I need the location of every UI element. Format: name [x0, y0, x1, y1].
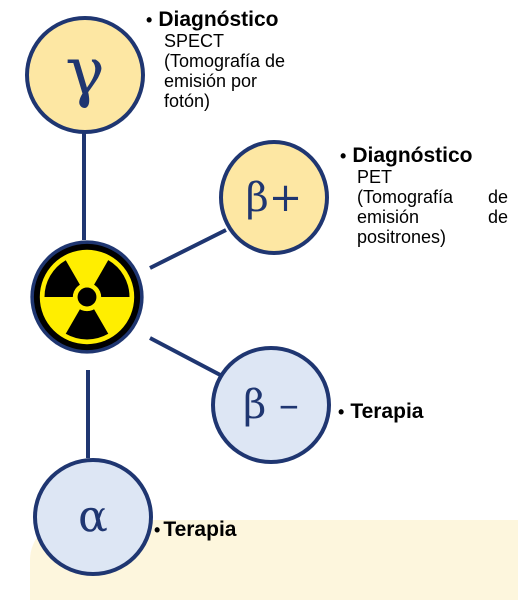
- beta-plus-line-4: positrones): [357, 227, 447, 247]
- connector-beta-plus: [149, 228, 227, 270]
- beta-minus-node: β –: [211, 346, 331, 464]
- gamma-heading: •Diagnóstico: [146, 8, 279, 31]
- bullet-glyph: •: [340, 146, 347, 166]
- beta-minus-heading: Terapia: [350, 400, 424, 423]
- connector-beta-minus: [149, 336, 227, 380]
- gamma-node: γ: [25, 16, 145, 134]
- gamma-line-1: SPECT: [164, 31, 225, 51]
- bullet-glyph: •: [338, 402, 345, 422]
- gamma-symbol: γ: [65, 33, 105, 110]
- beta-plus-symbol: β+: [245, 174, 303, 221]
- beta-plus-line-1: PET: [357, 167, 393, 187]
- alpha-heading: Terapia: [163, 518, 237, 541]
- gamma-line-4: fotón): [164, 91, 211, 111]
- radiation-symbol: [28, 238, 146, 356]
- beta-plus-description: •Diagnóstico PET (Tomografía de emisión …: [340, 144, 508, 247]
- beta-plus-heading: •Diagnóstico: [340, 144, 473, 167]
- alpha-symbol: α: [78, 491, 108, 542]
- bullet-glyph: •: [154, 520, 161, 540]
- connector-lines: [82, 128, 227, 458]
- beta-plus-line-2: (Tomografía de: [357, 187, 508, 207]
- alpha-node: α: [33, 458, 153, 576]
- beta-minus-symbol: β –: [243, 382, 299, 428]
- diagram: γ β+ β – α •Diagnóstico S: [25, 8, 518, 600]
- beta-minus-description: •Terapia: [338, 400, 498, 423]
- gamma-line-2: (Tomografía de: [164, 51, 286, 71]
- gamma-line-3: emisión por: [164, 71, 258, 91]
- bullet-glyph: •: [146, 10, 153, 30]
- radiation-trefoil-icon: [30, 240, 144, 354]
- beta-plus-node: β+: [219, 140, 329, 255]
- alpha-description: •Terapia: [154, 518, 314, 541]
- gamma-description: •Diagnóstico SPECT (Tomografía de emisió…: [146, 8, 316, 111]
- beta-plus-line-3: emisión de: [357, 207, 508, 227]
